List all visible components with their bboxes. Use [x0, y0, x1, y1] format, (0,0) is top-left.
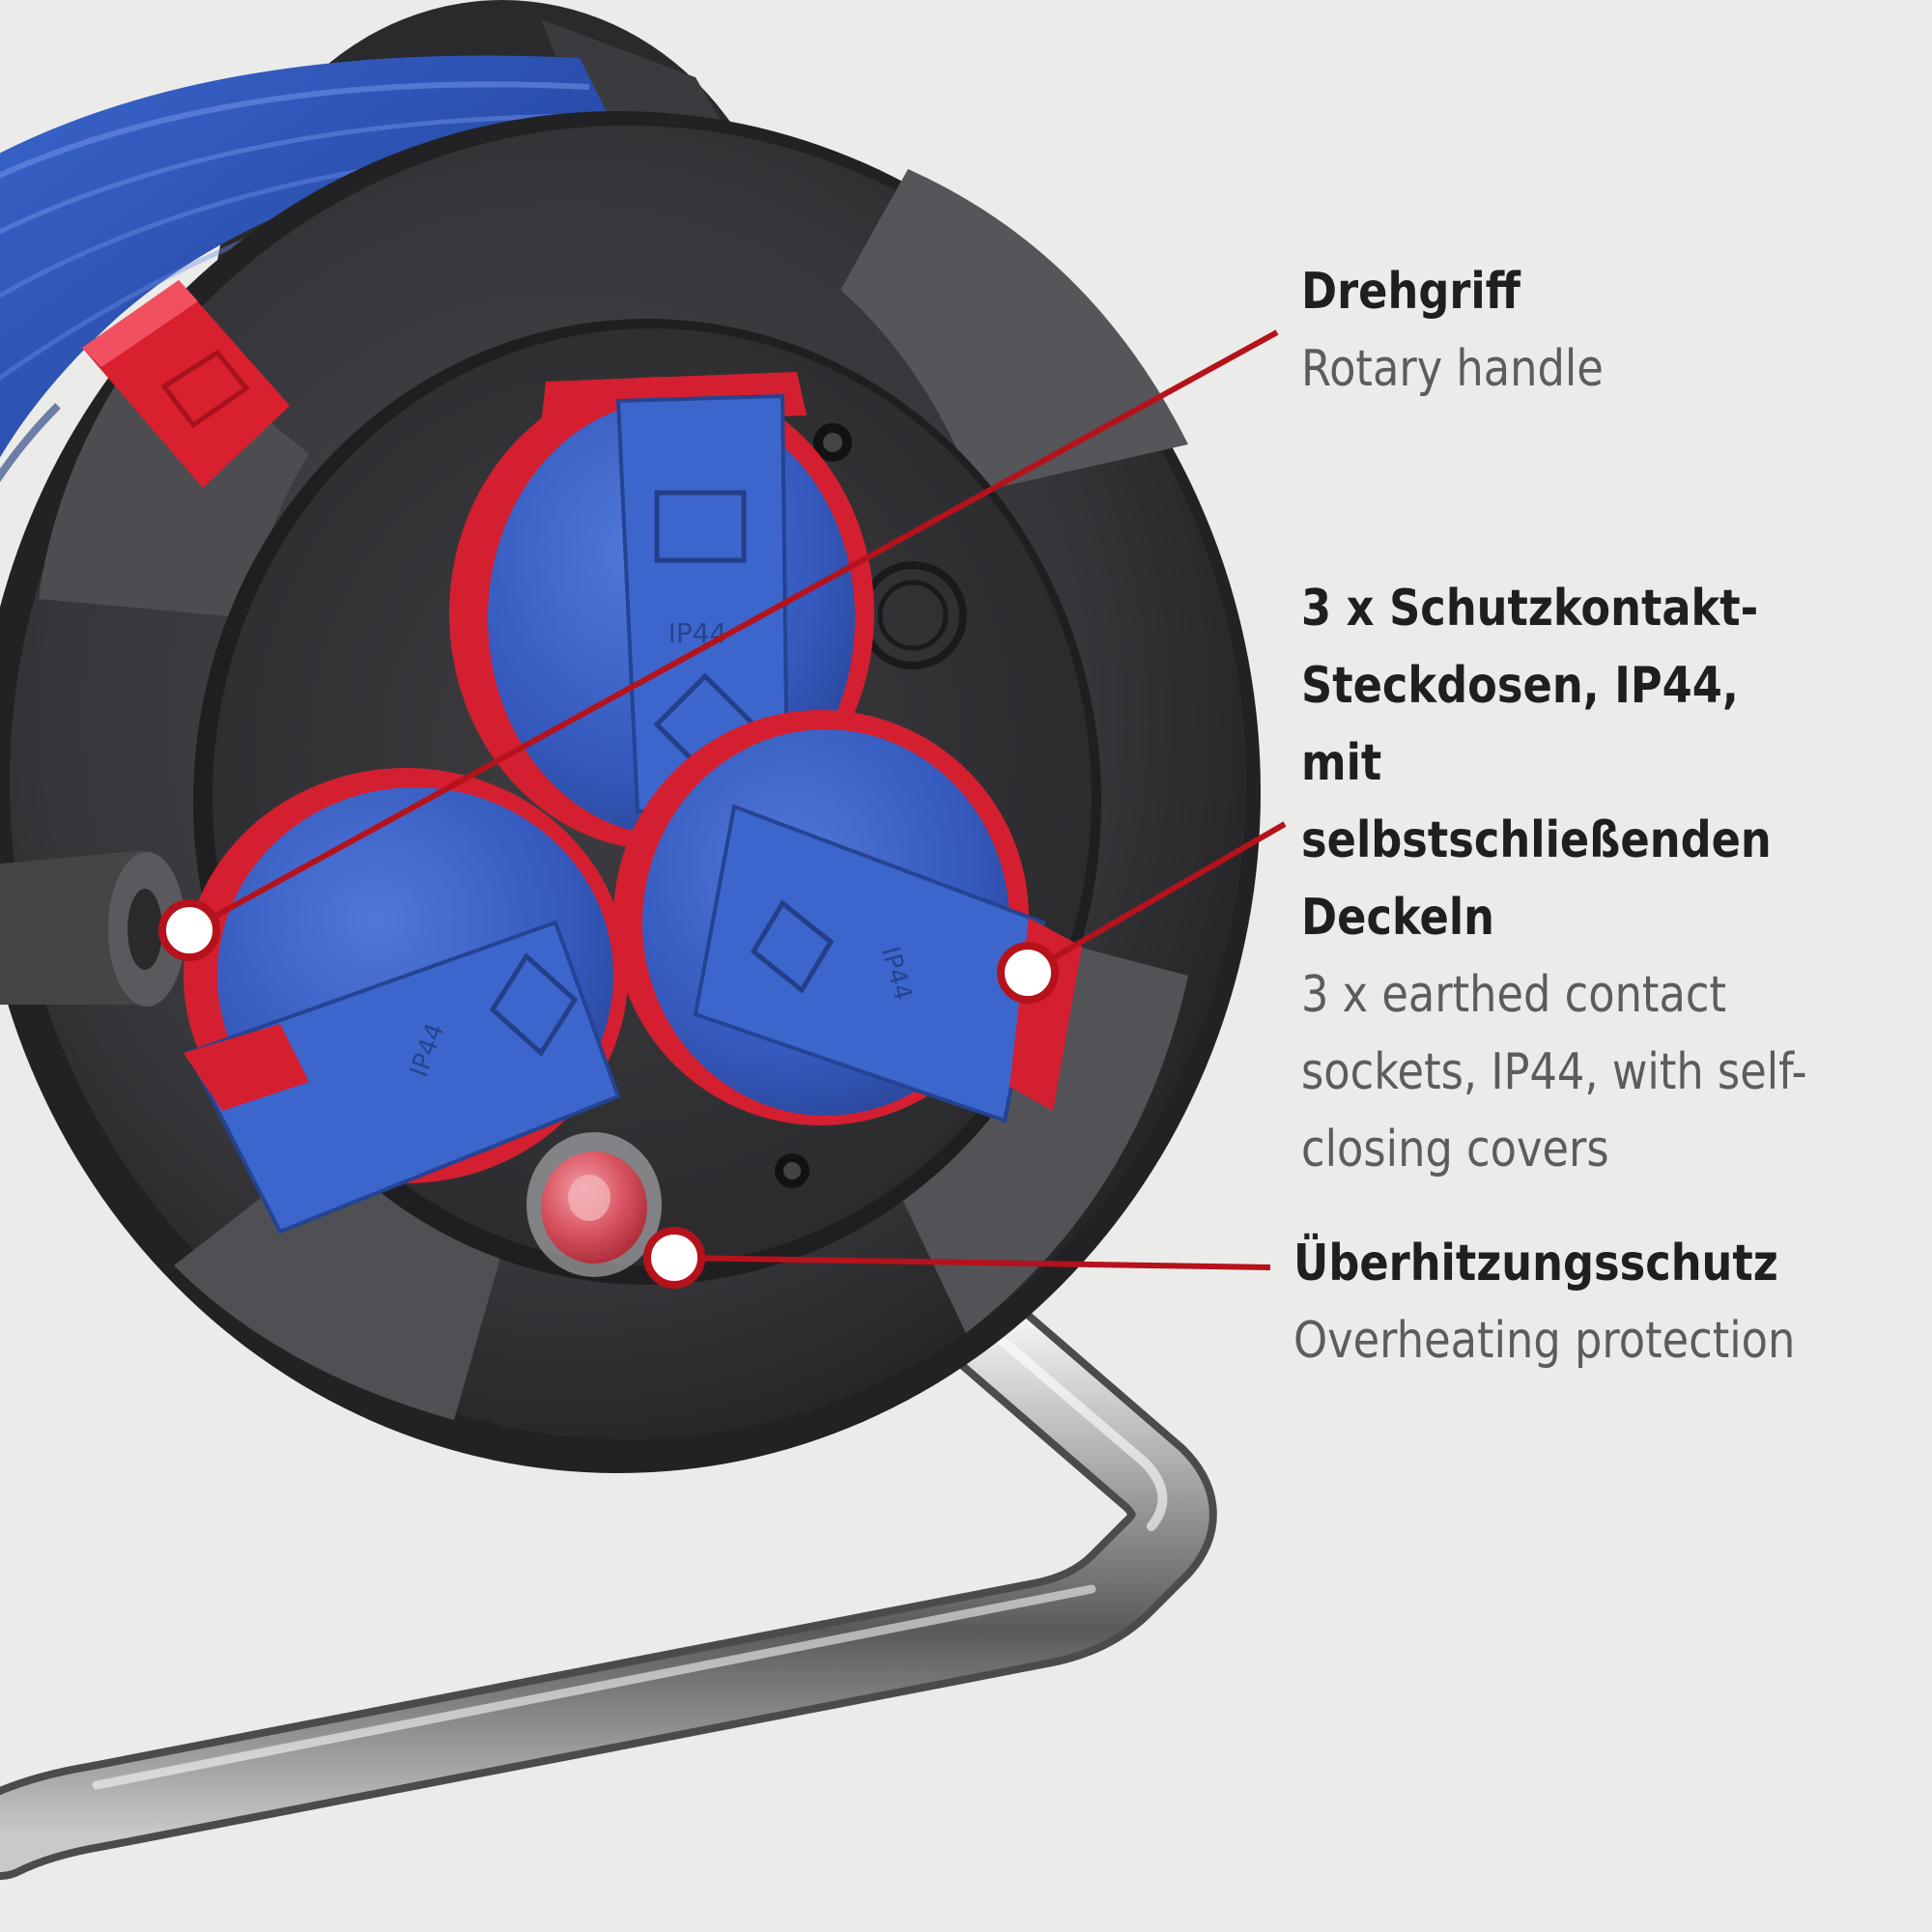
callout-marker-rotary — [158, 899, 220, 961]
overheating-button — [526, 1132, 662, 1277]
callout-rotary-handle-de: Drehgriff — [1301, 263, 1520, 321]
callout-sockets: 3 x Schutzkontakt- Steckdosen, IP44, mit… — [1301, 570, 1919, 1188]
callout-overheating-de: Überhitzungsschutz — [1293, 1235, 1778, 1293]
callout-rotary-handle-en: Rotary handle — [1301, 340, 1604, 398]
callout-overheating-en: Overheating protection — [1293, 1312, 1796, 1370]
callout-rotary-handle: Drehgriff Rotary handle — [1301, 253, 1919, 408]
socket-top-label: IP44 — [668, 617, 727, 649]
stand-frame — [0, 1279, 1217, 1880]
callout-marker-overheating — [643, 1227, 705, 1289]
callout-sockets-en: 3 x earthed contact sockets, IP44, with … — [1301, 966, 1807, 1179]
callout-overheating: Überhitzungsschutz Overheating protectio… — [1293, 1225, 1912, 1379]
callout-lines — [187, 329, 1287, 1270]
cable-clip — [82, 280, 290, 488]
callout-sockets-de: 3 x Schutzkontakt- Steckdosen, IP44, mit… — [1301, 580, 1772, 947]
socket-left — [184, 768, 628, 1235]
socket-right — [613, 710, 1082, 1125]
rotary-handle — [0, 850, 185, 1007]
callout-marker-sockets — [997, 942, 1059, 1004]
